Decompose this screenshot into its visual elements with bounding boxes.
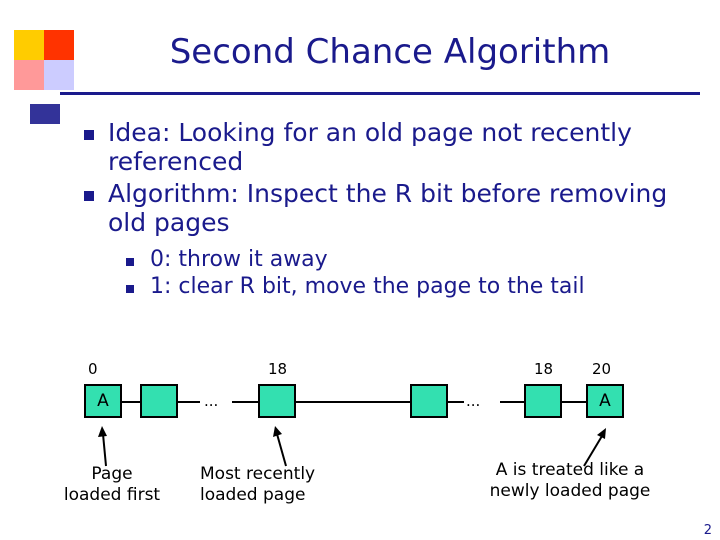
arrow-to-tail-node bbox=[580, 420, 620, 468]
sub-bullet-item-one: 1: clear R bit, move the page to the tai… bbox=[60, 274, 700, 300]
sub-bullet-text: 1: clear R bit, move the page to the tai… bbox=[150, 274, 585, 300]
decor-square-red bbox=[44, 30, 74, 60]
link-segment bbox=[500, 401, 524, 403]
bullet-marker-icon bbox=[126, 258, 134, 266]
node-time-label: 0 bbox=[88, 360, 98, 378]
list-node-head: A bbox=[84, 384, 122, 418]
link-segment bbox=[232, 401, 258, 403]
list-node-tail: A bbox=[586, 384, 624, 418]
arrow-to-head-node bbox=[90, 420, 114, 468]
decor-square-yellow bbox=[14, 30, 44, 60]
bullet-marker-icon bbox=[126, 285, 134, 294]
slide-page-number: 2 bbox=[703, 523, 712, 538]
bullet-text: Algorithm: Inspect the R bit before remo… bbox=[108, 178, 668, 237]
link-segment bbox=[562, 401, 586, 403]
list-node bbox=[140, 384, 178, 418]
ellipsis-right: ... bbox=[466, 392, 481, 410]
node-time-label: 20 bbox=[592, 360, 612, 378]
link-segment bbox=[296, 401, 410, 403]
link-segment bbox=[178, 401, 200, 403]
sub-bullet-text: 0: throw it away bbox=[150, 247, 328, 272]
bullet-marker-icon bbox=[84, 190, 94, 201]
caption-most-recently-loaded: Most recently loaded page bbox=[200, 464, 316, 506]
ellipsis-left: ... bbox=[204, 392, 219, 410]
caption-page-loaded-first: Page loaded first bbox=[63, 464, 161, 506]
page-list-diagram: 0 18 18 20 A A ... ... bbox=[0, 352, 720, 540]
caption-a-treated-like-new: A is treated like a newly loaded page bbox=[489, 460, 651, 502]
slide-title: Second Chance Algorithm bbox=[169, 32, 611, 72]
sub-bullet-item-zero: 0: throw it away bbox=[60, 247, 700, 273]
sub-bullet-list: 0: throw it away 1: clear R bit, move th… bbox=[60, 247, 700, 301]
bullet-text: Idea: Looking for an old page not recent… bbox=[108, 118, 632, 177]
title-divider bbox=[60, 92, 700, 95]
bullet-item-algorithm: Algorithm: Inspect the R bit before remo… bbox=[60, 179, 700, 238]
node-time-label: 18 bbox=[534, 360, 554, 378]
link-segment bbox=[448, 401, 464, 403]
node-time-label: 18 bbox=[268, 360, 288, 378]
bullet-item-idea: Idea: Looking for an old page not recent… bbox=[60, 118, 700, 177]
decor-square-pink bbox=[14, 60, 44, 90]
bullet-marker-icon bbox=[84, 130, 94, 140]
list-node bbox=[410, 384, 448, 418]
arrow-to-most-recent-node bbox=[262, 420, 292, 468]
decor-square-lavender bbox=[44, 60, 74, 90]
bullet-list: Idea: Looking for an old page not recent… bbox=[60, 118, 700, 302]
link-segment bbox=[122, 401, 140, 403]
list-node bbox=[258, 384, 296, 418]
list-node bbox=[524, 384, 562, 418]
decor-square-navy bbox=[30, 104, 60, 124]
